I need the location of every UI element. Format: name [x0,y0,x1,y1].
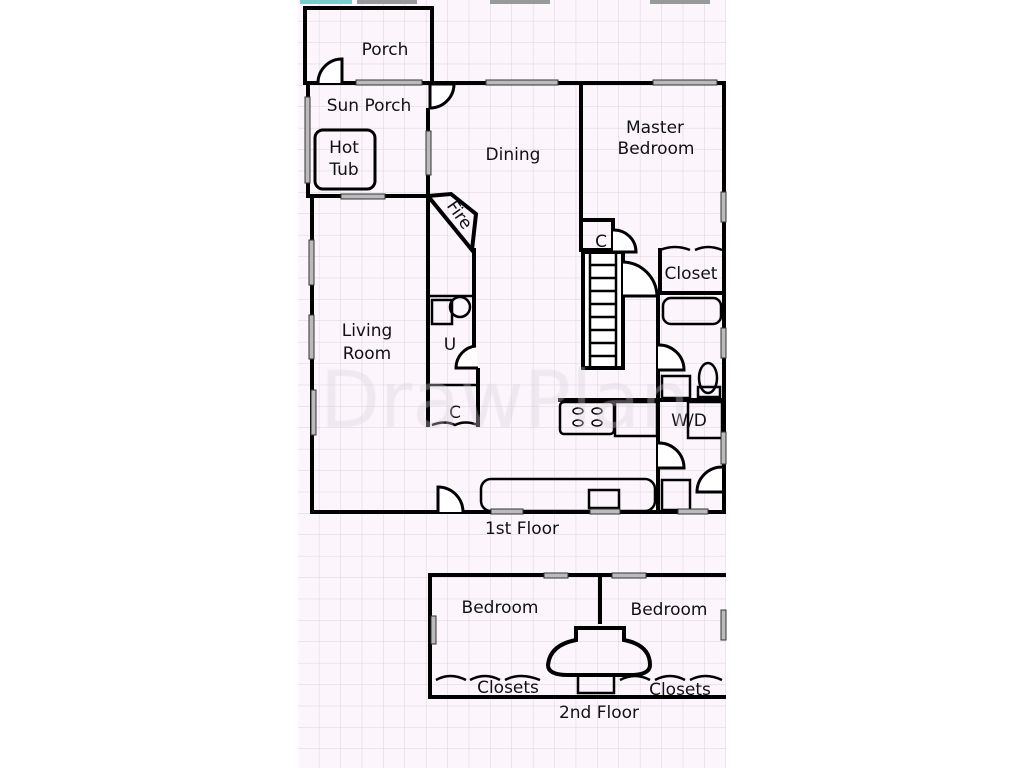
room-label: Tub [328,160,358,180]
toolbar-hint [650,0,710,4]
window [652,79,718,86]
window [340,193,386,200]
window [720,327,727,359]
room-label: Hot [329,138,359,158]
window [308,314,315,360]
room-label: C [449,403,461,423]
room-label: W/D [671,411,707,431]
window [720,191,727,223]
room-label: C [595,232,607,252]
window [720,609,727,641]
room-label: Porch [362,40,409,60]
room-label: Closets [477,678,539,698]
floor-label: 1st Floor [485,519,559,539]
room-label: Bedroom [462,598,539,618]
room-label: Sun Porch [327,96,412,116]
floor-label: 2nd Floor [559,703,639,723]
window [308,239,315,286]
room-label: Dining [486,145,541,165]
toolbar-hint [357,0,417,4]
toolbar-hint [490,0,550,4]
room-label: Living [342,321,393,341]
room-label: U [444,335,456,355]
window [611,572,647,579]
window [485,79,559,86]
window [677,508,709,515]
room-label: Closets [649,680,711,700]
window [355,79,423,86]
window [589,508,621,515]
window [543,572,569,579]
toolbar-hint [300,0,352,4]
window [425,130,432,176]
window [310,389,317,436]
room-label: Bedroom [618,139,695,159]
room-label: Closet [665,264,718,284]
room-label: Room [343,344,391,364]
window [304,96,311,184]
window [490,508,524,515]
room-label: Master [626,118,684,138]
window [430,615,437,645]
window [720,431,727,465]
room-label: Bedroom [631,600,708,620]
